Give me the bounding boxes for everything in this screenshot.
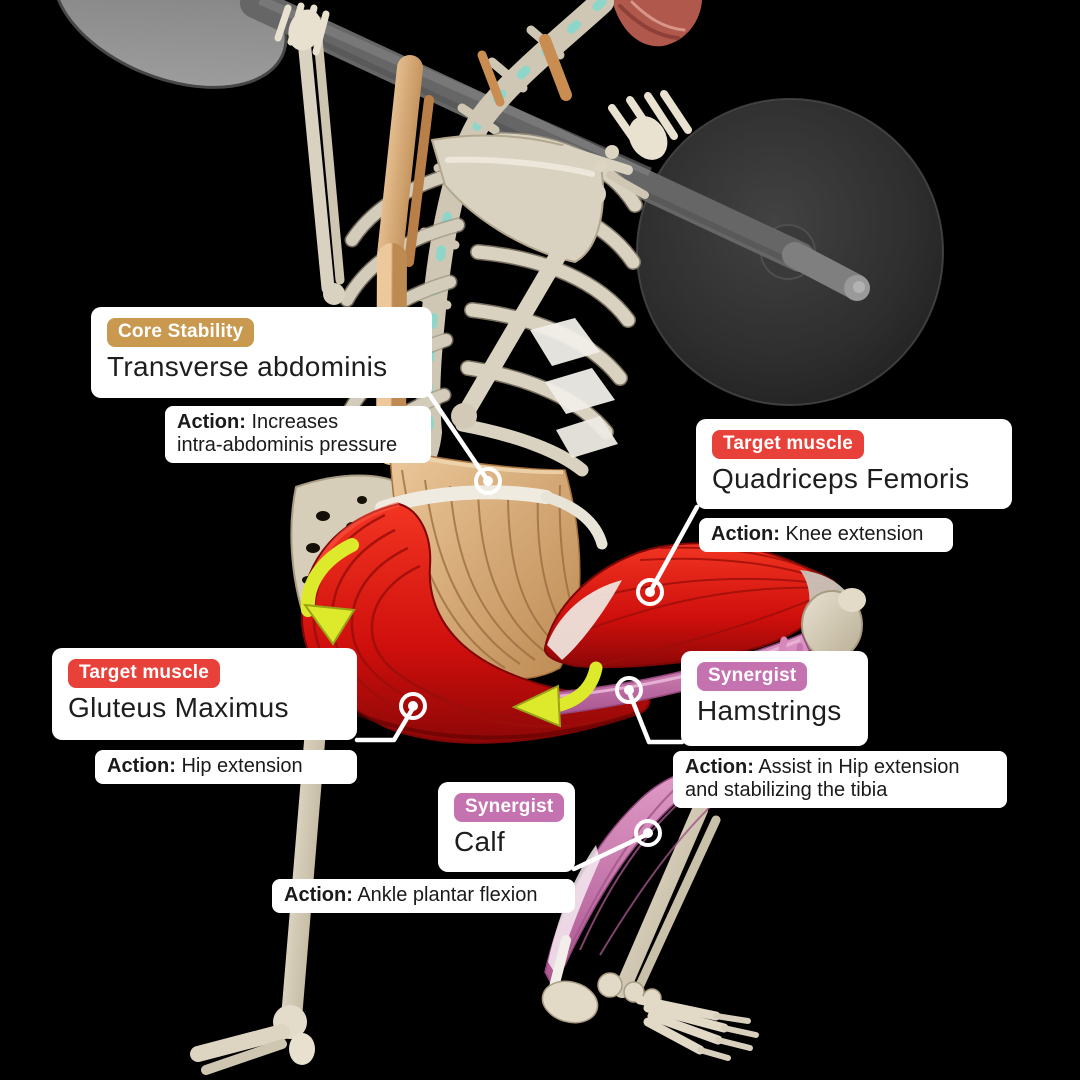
- leader-hamstrings: [626, 689, 685, 745]
- action-label: Action:: [685, 756, 754, 778]
- marker-transverse-abdominis: [474, 467, 502, 495]
- badge-synergist: Synergist: [697, 662, 808, 691]
- lower-leg: [541, 766, 759, 1061]
- action-text: Hip extension: [181, 755, 303, 777]
- marker-quadriceps: [636, 578, 664, 606]
- annotation-card-transverse-abdominis: Core Stability Transverse abdominis: [91, 307, 432, 398]
- movement-arrows: [300, 538, 603, 728]
- action-box-calf: Action: Ankle plantar flexion: [272, 879, 575, 913]
- badge-target-muscle: Target muscle: [68, 659, 221, 688]
- intercostal-tendons: [530, 318, 618, 458]
- action-text: Knee extension: [785, 523, 924, 545]
- marker-calf: [634, 819, 662, 847]
- action-box-hamstrings: Action: Assist in Hip extension and stab…: [673, 751, 1007, 808]
- head-muscle-mass: [612, 0, 702, 47]
- action-label: Action:: [177, 411, 246, 433]
- action-box-quadriceps: Action: Knee extension: [699, 518, 953, 552]
- action-text: Increases: [251, 411, 339, 433]
- patella: [289, 1033, 315, 1065]
- badge-core-stability: Core Stability: [107, 318, 255, 347]
- tibia: [614, 802, 708, 998]
- quadriceps-muscle: [544, 542, 866, 669]
- muscle-title: Transverse abdominis: [107, 351, 388, 382]
- muscle-title: Hamstrings: [697, 695, 842, 726]
- muscle-title: Quadriceps Femoris: [712, 463, 970, 494]
- leader-transverse-abdominis: [426, 391, 491, 484]
- barbell-plate-left: [52, 0, 288, 89]
- fibula: [635, 815, 721, 990]
- metatarsals: [635, 995, 729, 1055]
- quad-tendon-white: [547, 580, 622, 660]
- left-arm: [274, 2, 345, 305]
- marker-hamstrings: [615, 676, 643, 704]
- action-box-gluteus: Action: Hip extension: [95, 750, 357, 784]
- leader-calf: [571, 831, 651, 872]
- annotation-card-quadriceps: Target muscle Quadriceps Femoris: [696, 419, 1012, 509]
- foot-bones: [541, 972, 662, 1024]
- action-text-line2: and stabilizing the tibia: [685, 779, 888, 801]
- leader-lines: [354, 391, 700, 872]
- annotation-card-hamstrings: Synergist Hamstrings: [681, 651, 868, 746]
- badge-synergist: Synergist: [454, 793, 565, 822]
- annotation-card-calf: Synergist Calf: [438, 782, 575, 872]
- action-box-transverse-abdominis: Action: Increases intra-abdominis pressu…: [165, 406, 431, 463]
- action-label: Action:: [107, 755, 176, 777]
- leader-markers: [399, 467, 664, 847]
- hip-ligaments: [375, 485, 608, 550]
- action-label: Action:: [284, 884, 353, 906]
- action-label: Action:: [711, 523, 780, 545]
- marker-gluteus: [399, 692, 427, 720]
- muscle-title: Calf: [454, 826, 505, 857]
- leader-gluteus: [354, 705, 416, 743]
- hip-extension-arrow-down: [300, 538, 359, 646]
- badge-target-muscle: Target muscle: [712, 430, 865, 459]
- right-arm: [451, 90, 692, 429]
- action-text: Ankle plantar flexion: [357, 884, 538, 906]
- hip-extension-arrow-left: [511, 661, 603, 728]
- leader-quadriceps: [647, 504, 700, 595]
- action-text: Assist in Hip extension: [758, 756, 960, 778]
- annotation-card-gluteus: Target muscle Gluteus Maximus: [52, 648, 357, 740]
- toes: [697, 1013, 759, 1061]
- muscle-title: Gluteus Maximus: [68, 692, 289, 723]
- action-text-line2: intra-abdominis pressure: [177, 434, 398, 456]
